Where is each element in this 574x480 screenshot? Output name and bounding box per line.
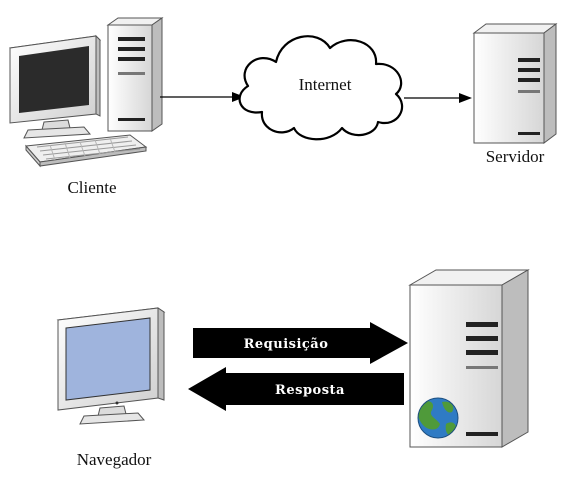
- top-server-icon: [472, 23, 558, 144]
- request-arrow: [193, 322, 408, 364]
- client-keyboard: [24, 134, 148, 168]
- client-monitor: [8, 34, 102, 139]
- client-label: Cliente: [67, 178, 116, 197]
- browser-label: Navegador: [77, 450, 152, 469]
- request-label: Requisição: [244, 337, 329, 352]
- internet-cloud-icon: [238, 35, 404, 141]
- browser-monitor-icon: [56, 307, 166, 425]
- response-arrow: [188, 367, 404, 411]
- client-to-internet-arrow: [160, 92, 245, 102]
- server-label: Servidor: [486, 147, 545, 166]
- internet-label: Internet: [299, 75, 352, 94]
- client-tower: [106, 17, 164, 132]
- client-computer-icon: [8, 17, 164, 168]
- internet-to-server-arrow: [404, 93, 472, 103]
- globe-icon: [417, 397, 459, 439]
- response-label: Resposta: [275, 383, 345, 398]
